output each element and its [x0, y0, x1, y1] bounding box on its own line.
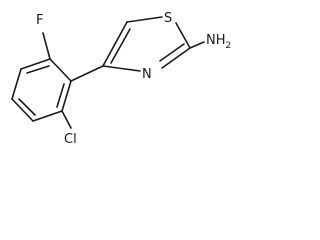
fluorine-label: F: [36, 13, 43, 28]
thiazole-double-bond-c2-n3: [159, 43, 185, 62]
hydrazinyl-subscript: 2: [226, 41, 232, 51]
nitrogen-label: N: [142, 67, 152, 82]
thiazole-bond-c2-n3: [161, 47, 191, 69]
benzene-bond-c4-c5: [11, 98, 34, 122]
thiazole-bond-n3-c4: [102, 65, 141, 72]
benzene-double-bond-c2-c3: [26, 65, 50, 74]
chlorine-label: Cl: [64, 132, 77, 146]
benzene-bond-c3-c4: [11, 68, 22, 100]
bond-c2-fluorine: [42, 32, 51, 60]
benzene-ring: [11, 58, 72, 122]
bond-c6-chlorine: [61, 110, 72, 129]
bond-benzene-thiazole: [70, 65, 104, 82]
bond-c2-hydrazinyl: [189, 41, 205, 49]
molecule-structure: F Cl S N NH2: [11, 11, 231, 146]
benzene-bond-c2-c3: [20, 58, 51, 70]
hydrazinyl-nh-text: NH: [206, 33, 226, 48]
benzene-bond-c1-c2: [49, 58, 72, 82]
thiazole-double-bond-c4-c5: [110, 28, 131, 64]
thiazole-bond-c5-s1: [126, 16, 163, 23]
benzene-double-bond-c4-c5: [18, 98, 36, 116]
thiazole-bond-c4-c5: [102, 21, 128, 67]
benzene-bond-c5-c6: [32, 110, 63, 122]
thiazole-ring: [102, 16, 191, 72]
hydrazinyl-label: NH2: [206, 33, 231, 51]
sulfur-label: S: [164, 11, 172, 26]
benzene-double-bond-c6-c1: [56, 83, 65, 108]
benzene-bond-c6-c1: [61, 80, 72, 112]
thiazole-bond-s1-c2: [175, 22, 191, 49]
